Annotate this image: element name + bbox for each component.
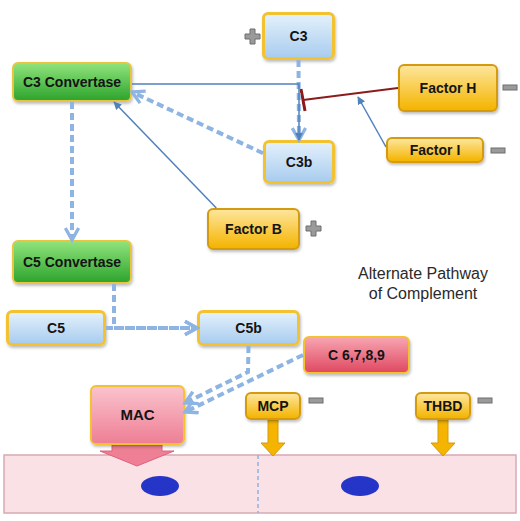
plus-symbol: [306, 221, 321, 236]
conversion-arrow: [114, 284, 197, 328]
node-text: C3 Convertase: [23, 74, 121, 90]
node-text: C5b: [235, 320, 261, 336]
cell-nucleus: [341, 476, 379, 496]
node-text: THBD: [424, 398, 463, 414]
conversion-arrow: [70, 102, 74, 240]
protein-box: C 6,7,8,9: [303, 336, 410, 374]
regulator-box: THBD: [415, 392, 471, 420]
minus-symbol: [309, 398, 323, 403]
node-text: C5: [47, 320, 65, 336]
protein-box: C3: [262, 12, 335, 60]
node-text: MCP: [257, 398, 288, 414]
protein-box: C3b: [263, 140, 335, 184]
node-text: C5 Convertase: [23, 254, 121, 270]
minus-symbol: [491, 148, 505, 153]
inhibition-line: [303, 88, 398, 100]
node-text: Factor I: [410, 142, 461, 158]
node-text: C3: [290, 28, 308, 44]
regulator-box: Factor I: [386, 137, 484, 163]
pathway-title: Alternate Pathway of Complement: [352, 264, 494, 304]
inhibition-bar: [301, 89, 305, 111]
node-text: Factor H: [420, 80, 477, 96]
cell-boundary: [257, 455, 259, 513]
conversion-arrow: [106, 326, 197, 330]
conversion-arrow: [185, 346, 249, 403]
enzyme-box: C5 Convertase: [12, 240, 132, 284]
minus-symbol: [478, 398, 492, 403]
protein-box: C5: [6, 310, 106, 346]
conversion-arrow: [297, 60, 302, 140]
regulator-arrow: [431, 420, 455, 456]
enzyme-box: C3 Convertase: [12, 62, 132, 102]
attack-arrow: [100, 445, 174, 466]
plus-symbol: [245, 29, 260, 44]
node-text: MAC: [120, 407, 154, 423]
cofactor-arrow: [358, 97, 386, 147]
node-text: C3b: [286, 154, 312, 170]
activation-arrow: [132, 84, 299, 140]
cell-nucleus: [141, 476, 179, 496]
node-text: Factor B: [225, 221, 282, 237]
complex-box: MAC: [90, 385, 185, 445]
regulator-box: Factor H: [398, 64, 498, 112]
node-text: C 6,7,8,9: [328, 347, 385, 363]
cell-membrane: [4, 455, 516, 513]
regulator-arrow: [261, 420, 285, 456]
minus-symbol: [503, 85, 517, 90]
regulator-box: Factor B: [207, 208, 300, 250]
activation-arrow: [114, 102, 216, 208]
conversion-arrow: [132, 92, 263, 153]
protein-box: C5b: [197, 310, 300, 346]
regulator-box: MCP: [245, 392, 301, 420]
